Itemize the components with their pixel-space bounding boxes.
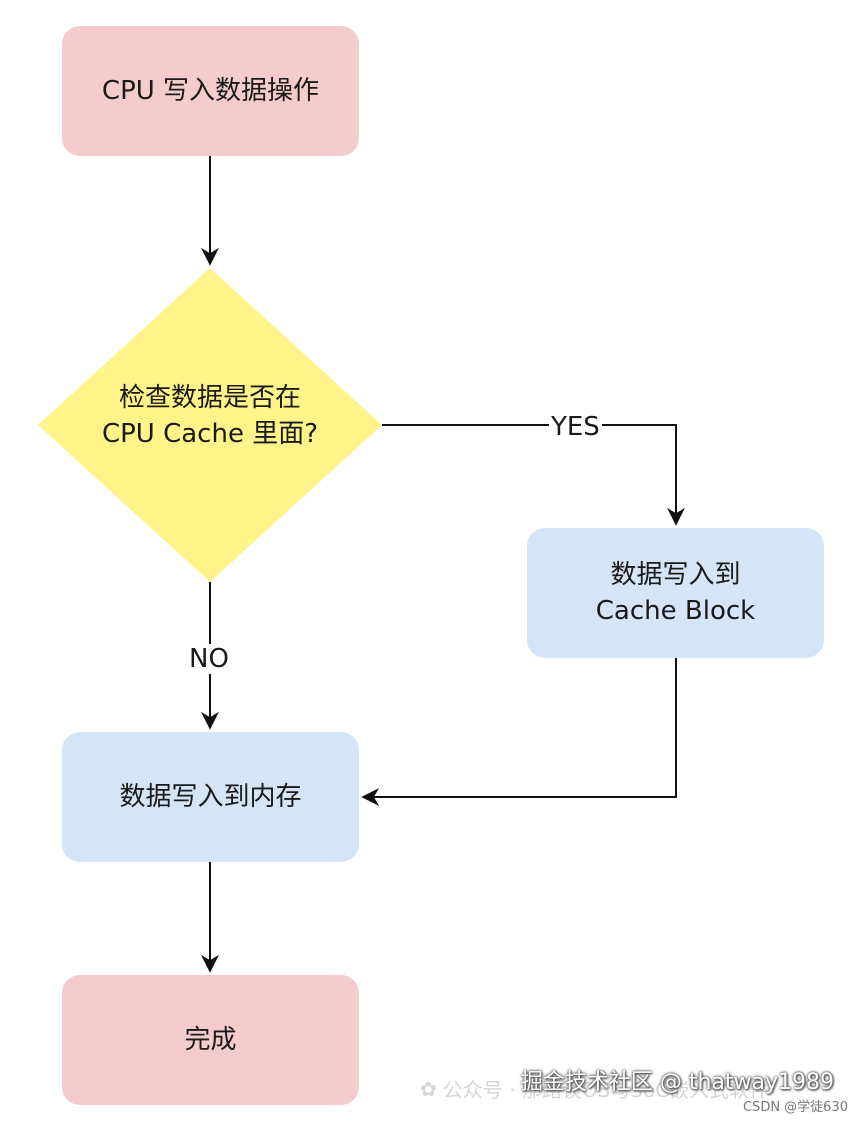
edge-decision-yes xyxy=(382,424,685,526)
juejin-watermark: 掘金技术社区 @ thatway1989 xyxy=(520,1070,834,1095)
write-cache-line-2: Cache Block xyxy=(595,596,756,626)
done-node: 完成 xyxy=(62,975,359,1105)
edge-cache-to-memory xyxy=(361,658,677,806)
yes-edge-label: YES xyxy=(549,412,602,442)
write-cache-node: 数据写入到 Cache Block xyxy=(527,528,824,658)
decision-line-2: CPU Cache 里面? xyxy=(101,419,319,449)
start-node-label: CPU 写入数据操作 xyxy=(101,76,320,106)
decision-diamond xyxy=(38,268,382,582)
decision-node-label: 检查数据是否在 CPU Cache 里面? xyxy=(62,380,358,452)
write-memory-label: 数据写入到内存 xyxy=(119,782,302,812)
decision-line-1: 检查数据是否在 xyxy=(118,383,301,413)
wechat-watermark: ✿ 公众号 · 那路谈OS与SoC嵌入式软件 xyxy=(420,1074,769,1103)
done-label: 完成 xyxy=(184,1025,237,1055)
no-edge-label: NO xyxy=(187,644,231,674)
start-node: CPU 写入数据操作 xyxy=(62,26,359,156)
write-memory-node: 数据写入到内存 xyxy=(62,732,359,862)
wechat-watermark-text: 公众号 · 那路谈OS与SoC嵌入式软件 xyxy=(442,1078,770,1102)
wechat-icon: ✿ xyxy=(420,1076,437,1101)
csdn-watermark: CSDN @学徒630 xyxy=(742,1100,848,1115)
write-cache-line-1: 数据写入到 xyxy=(610,560,741,590)
